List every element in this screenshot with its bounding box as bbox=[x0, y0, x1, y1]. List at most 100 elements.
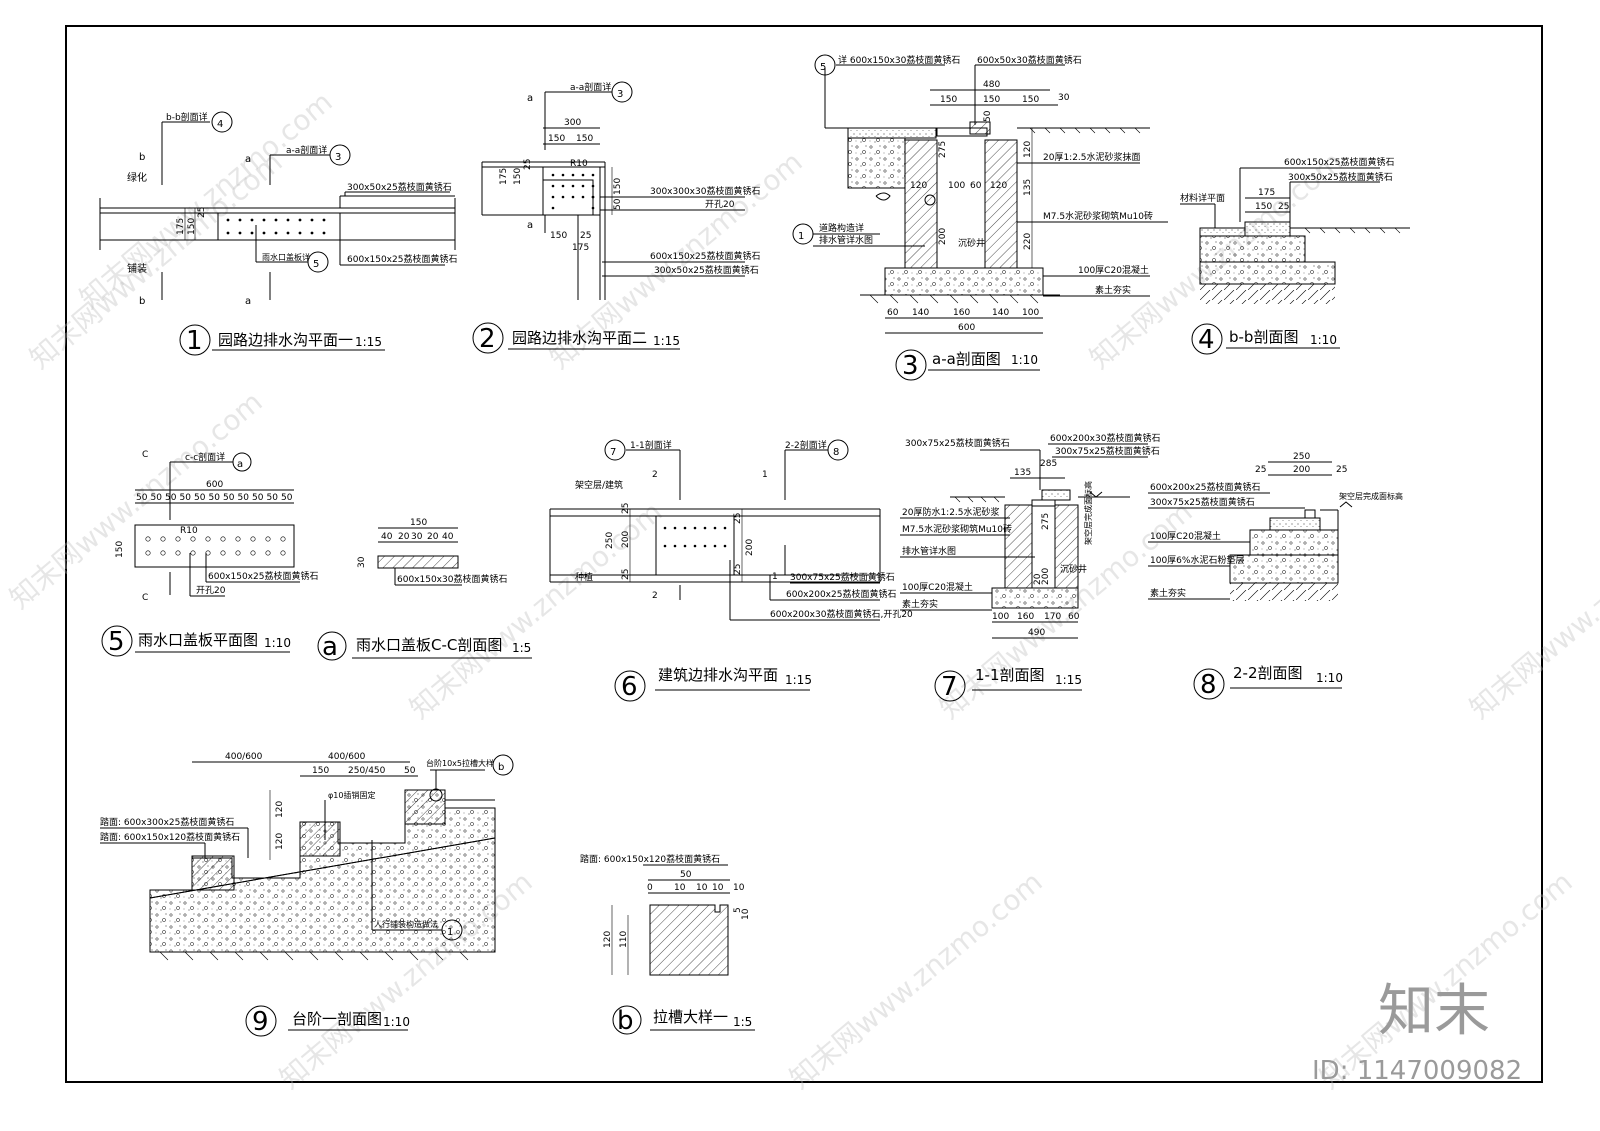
dim-label: 480 bbox=[983, 80, 1000, 90]
drawing-title: 建筑边排水沟平面 bbox=[658, 666, 778, 684]
material-note: 100厚C20混凝土 bbox=[1150, 530, 1221, 542]
sheet-border bbox=[65, 25, 1543, 1083]
dim-label: 25 bbox=[733, 564, 743, 575]
material-note: 沉砂井 bbox=[958, 237, 985, 249]
dim-label: 220 bbox=[1023, 233, 1033, 250]
ref-bubble: 5 bbox=[820, 62, 826, 73]
drawing-5-title: 5 雨水口盖板平面图 1:10 bbox=[101, 625, 291, 657]
dim-label: 400/600 bbox=[225, 752, 263, 762]
material-note: 600x200x30荔枝面黄锈石 bbox=[1050, 432, 1160, 444]
drawing-scale: 1:15 bbox=[1055, 673, 1082, 687]
material-note: 300x75x25荔枝面黄锈石 bbox=[1055, 445, 1160, 457]
ref-text: b-b剖面详 bbox=[166, 111, 208, 123]
ref-bubble: a bbox=[237, 459, 243, 470]
dim-label: 120 bbox=[1023, 141, 1033, 158]
dim-label: 135 bbox=[1014, 468, 1031, 478]
material-note: 开孔20 bbox=[196, 585, 226, 596]
drawing-title: 拉槽大样一 bbox=[653, 1008, 728, 1026]
material-note: 20厚1:2.5水泥砂浆抹面 bbox=[1043, 151, 1141, 163]
material-note: 开孔20 bbox=[705, 199, 735, 210]
drawing-number: 7 bbox=[941, 672, 958, 702]
material-note: 素土夯实 bbox=[1095, 284, 1131, 296]
drawing-scale: 1:15 bbox=[785, 673, 812, 687]
drawing-title: b-b剖面图 bbox=[1229, 328, 1298, 346]
ref-text: 雨水口盖板详 bbox=[262, 252, 310, 262]
dim-label: 60 bbox=[970, 181, 982, 191]
dim-label: 250/450 bbox=[348, 766, 386, 776]
drain-holes bbox=[663, 526, 727, 548]
section-mark: b bbox=[139, 296, 145, 307]
dim-label: 100 bbox=[1022, 308, 1039, 318]
dim-label: 150 bbox=[513, 168, 523, 185]
material-note: 20厚防水1:2.5水泥砂浆 bbox=[902, 506, 1000, 518]
drawing-number: b bbox=[617, 1006, 634, 1036]
material-note: 人行铺装构造做法 bbox=[374, 919, 438, 929]
dim-label: 120 bbox=[275, 833, 285, 850]
dim-label: 285 bbox=[1040, 459, 1057, 469]
drawing-a-title: a 雨水口盖板C-C剖面图 1:5 bbox=[317, 631, 532, 662]
material-note: 600x200x25荔枝面黄锈石 bbox=[1150, 481, 1260, 493]
ref-text: c-c剖面详 bbox=[185, 451, 225, 463]
material-note: 300x300x30荔枝面黄锈石 bbox=[650, 185, 760, 197]
material-note: 600x200x30荔枝面黄锈石,开孔20 bbox=[770, 608, 913, 620]
dim-label: 150 bbox=[115, 541, 125, 558]
dim-label: 50 bbox=[680, 870, 692, 880]
drawing-number: 9 bbox=[252, 1007, 269, 1037]
brand-logo-text: 知末 bbox=[1378, 979, 1490, 1044]
drawing-6-title: 6 建筑边排水沟平面 1:15 bbox=[614, 666, 812, 702]
dim-label: 150 bbox=[940, 95, 957, 105]
dim-label: 25 bbox=[1278, 202, 1289, 212]
dim-label: 140 bbox=[912, 308, 929, 318]
dim-label: 200 bbox=[1041, 568, 1051, 585]
drawing-scale: 1:5 bbox=[512, 641, 531, 655]
material-note: 100厚6%水泥石粉垫层 bbox=[1150, 554, 1244, 566]
dim-label: 175 bbox=[176, 218, 186, 235]
material-note: 架空层完成面标高 bbox=[1083, 481, 1093, 545]
dim-label: 5 bbox=[733, 907, 743, 913]
drain-holes bbox=[551, 173, 595, 210]
brand-logo: 知末 bbox=[1378, 979, 1490, 1044]
dim-label: 20 bbox=[427, 532, 439, 542]
material-note: 踏面: 600x150x120荔枝面黄锈石 bbox=[580, 853, 720, 865]
image-id-label: ID: 1147009082 bbox=[1312, 1056, 1522, 1086]
section-mark: a bbox=[245, 296, 251, 307]
zone-label: 架空层/建筑 bbox=[575, 479, 623, 491]
drawing-7-title: 7 1-1剖面图 1:15 bbox=[934, 666, 1082, 702]
drawing-title: 雨水口盖板C-C剖面图 bbox=[356, 636, 502, 654]
drawing-number: 6 bbox=[621, 672, 638, 702]
drawing-scale: 1:10 bbox=[264, 636, 291, 650]
dim-label: 30 bbox=[411, 532, 423, 542]
drawing-a-section: 150 40 20 30 20 40 30 600x150x30荔枝面黄锈石 bbox=[357, 518, 507, 586]
section-mark: b bbox=[139, 152, 145, 163]
ref-text: a-a剖面详 bbox=[570, 81, 611, 93]
dim-label: 160 bbox=[1017, 612, 1034, 622]
material-note: 排水管详水图 bbox=[819, 234, 873, 246]
drawing-title: a-a剖面图 bbox=[932, 350, 1001, 368]
dim-label: 170 bbox=[1044, 612, 1061, 622]
material-note: 沉砂井 bbox=[1060, 563, 1087, 575]
dim-label: 175 bbox=[572, 243, 589, 253]
dim-label: 250 bbox=[1293, 452, 1310, 462]
dim-label: 50 bbox=[281, 493, 293, 503]
dim-label: 25 bbox=[621, 503, 631, 514]
drawing-scale: 1:15 bbox=[355, 335, 382, 349]
drawing-title: 1-1剖面图 bbox=[975, 666, 1045, 684]
dim-label: 50 bbox=[238, 493, 250, 503]
drawing-number: 1 bbox=[186, 326, 203, 356]
drawing-number: 5 bbox=[108, 627, 125, 657]
drawing-title: 2-2剖面图 bbox=[1233, 664, 1303, 682]
dim-label: 200 bbox=[938, 228, 948, 245]
ref-bubble: 3 bbox=[335, 152, 341, 163]
dim-label: 25 bbox=[1255, 465, 1266, 475]
material-note: 600x150x25荔枝面黄锈石 bbox=[208, 570, 318, 582]
drawing-2-plan: R10 a-a剖面详 3 a a 300 150 150 175 150 25 … bbox=[481, 81, 760, 300]
ref-bubble: b bbox=[498, 762, 504, 773]
dim-label: 300 bbox=[564, 118, 581, 128]
material-note: 道路构造详 bbox=[819, 222, 864, 234]
dim-label: 50 bbox=[404, 766, 416, 776]
dim-label: 50 bbox=[136, 493, 148, 503]
drawing-title: 雨水口盖板平面图 bbox=[138, 631, 258, 649]
ref-bubble: 1 bbox=[798, 231, 804, 242]
dim-label: 50 bbox=[267, 493, 279, 503]
drawing-4-title: 4 b-b剖面图 1:10 bbox=[1191, 323, 1340, 355]
